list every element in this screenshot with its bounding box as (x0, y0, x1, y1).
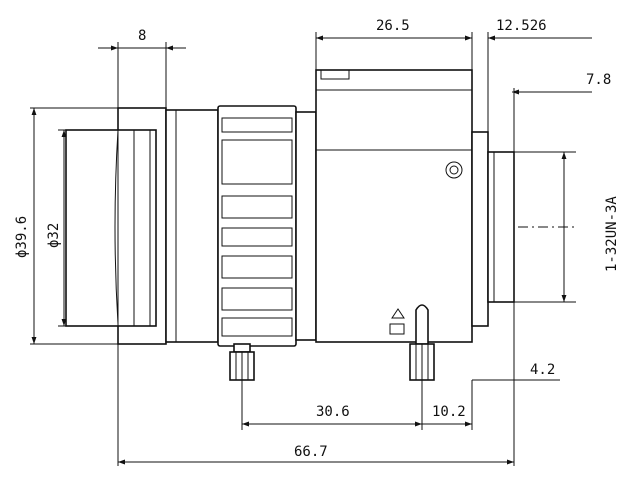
front-lock-screw (229, 343, 255, 381)
dim-flange-gap: 4.2 (530, 362, 555, 378)
dimension-lines (31, 35, 592, 465)
rear-barrel (295, 69, 473, 343)
dim-mount-depth: 7.8 (586, 72, 611, 88)
dim-back-flange: 12.526 (496, 18, 547, 34)
front-hood (65, 107, 167, 345)
c-mount (471, 131, 515, 327)
dim-barrel-length: 26.5 (376, 18, 410, 34)
dim-inner-diameter: ϕ32 (46, 223, 62, 248)
rear-lock-screw (389, 304, 435, 381)
dim-screw-spacing: 30.6 (316, 404, 350, 420)
dim-front-step: 8 (138, 28, 146, 44)
front-barrel (165, 109, 219, 343)
focus-ring (217, 105, 297, 347)
dim-outer-diameter: ϕ39.6 (14, 216, 30, 258)
dim-overall-length: 66.7 (294, 444, 328, 460)
dim-rear-screw-offset: 10.2 (432, 404, 466, 420)
dim-thread-spec: 1-32UN-3A (604, 196, 620, 272)
